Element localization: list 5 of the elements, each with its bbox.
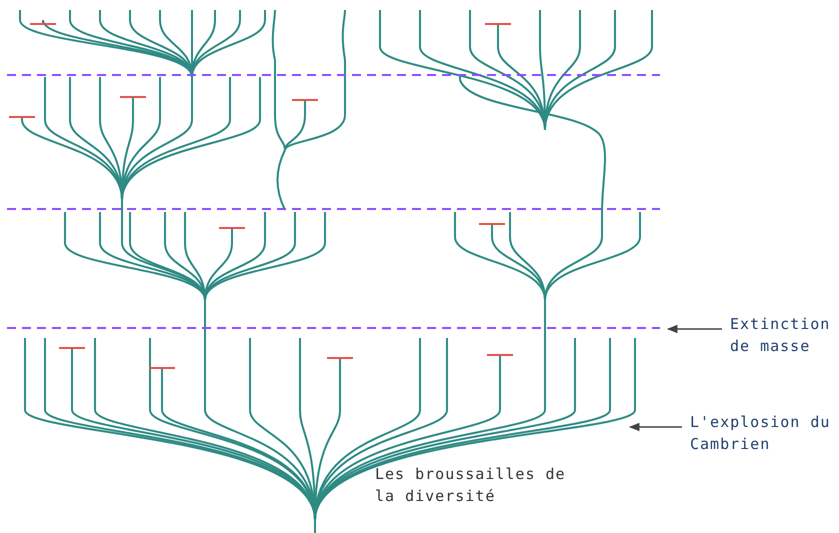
caption-text: Les broussailles de la diversité: [375, 464, 567, 507]
annotation-text: L'explosion du Cambrien: [690, 411, 839, 455]
arrow: [628, 422, 682, 432]
arrow: [666, 324, 722, 334]
annotation-text: Extinction de masse: [730, 313, 839, 357]
